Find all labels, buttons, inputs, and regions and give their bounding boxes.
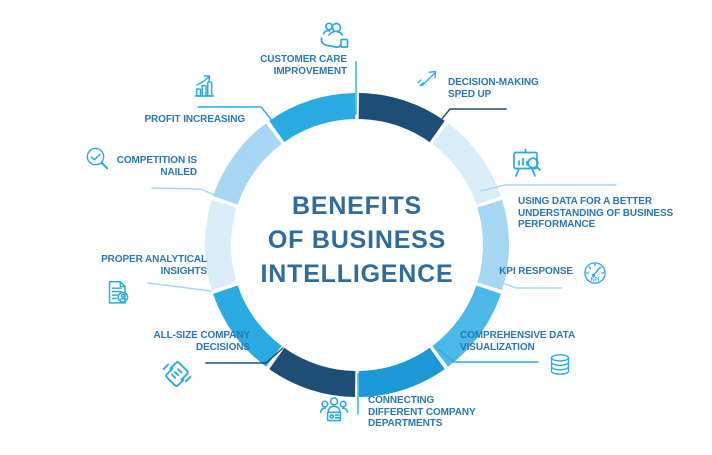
ring-segment bbox=[477, 199, 509, 291]
connector-all-size-company-decisions bbox=[205, 347, 284, 364]
ring-segment bbox=[213, 123, 282, 205]
label-competition-is-nailed: COMPETITION IS NAILED bbox=[116, 155, 197, 178]
ring-segment bbox=[205, 199, 237, 291]
connector-kpi-response bbox=[496, 280, 562, 289]
handshake-icon bbox=[162, 361, 192, 387]
connector-using-data-for-performance bbox=[480, 184, 617, 192]
ring-segment bbox=[358, 93, 445, 143]
report-icon bbox=[108, 281, 129, 304]
connector-comprehensive-data-visualization bbox=[438, 349, 539, 363]
svg-text:KPI: KPI bbox=[591, 277, 600, 283]
ring-segment bbox=[432, 285, 501, 367]
ring-segment bbox=[213, 285, 282, 367]
diagram-title: BENEFITS OF BUSINESS INTELLIGENCE bbox=[260, 192, 454, 288]
ring-segment bbox=[269, 347, 356, 397]
database-icon bbox=[550, 354, 570, 375]
ring-segment bbox=[432, 123, 501, 205]
ring-segment bbox=[358, 347, 445, 397]
growth-arrow-icon bbox=[417, 70, 437, 87]
connector-decision-making-sped-up bbox=[427, 108, 507, 137]
label-using-data-for-performance: USING DATA FOR A BETTER UNDERSTANDING OF… bbox=[518, 196, 674, 230]
label-decision-making-sped-up: DECISION-MAKING SPED UP bbox=[448, 77, 539, 100]
bar-growth-icon bbox=[194, 75, 215, 97]
team-icon bbox=[319, 397, 349, 422]
label-profit-increasing: PROFIT INCREASING bbox=[144, 114, 245, 125]
ring-segment bbox=[269, 93, 356, 143]
label-kpi-response: KPI RESPONSE bbox=[499, 266, 573, 277]
label-proper-analytical-insights: PROPER ANALYTICAL INSIGHTS bbox=[101, 254, 207, 277]
connector-profit-increasing bbox=[197, 106, 280, 130]
kpi-gauge-icon: KPI bbox=[584, 262, 606, 284]
presentation-chart-icon bbox=[513, 148, 541, 177]
label-customer-care-improvement: CUSTOMER CARE IMPROVEMENT bbox=[260, 54, 347, 77]
customer-care-icon bbox=[320, 22, 349, 48]
connector-competition-is-nailed bbox=[151, 187, 228, 201]
label-connecting-departments: CONNECTING DIFFERENT COMPANY DEPARTMENTS bbox=[368, 395, 476, 429]
label-comprehensive-data-visualization: COMPREHENSIVE DATA VISUALIZATION bbox=[460, 330, 576, 353]
label-all-size-company-decisions: ALL-SIZE COMPANY DECISIONS bbox=[153, 330, 250, 353]
connector-proper-analytical-insights bbox=[147, 282, 212, 292]
magnifier-icon bbox=[86, 147, 109, 170]
